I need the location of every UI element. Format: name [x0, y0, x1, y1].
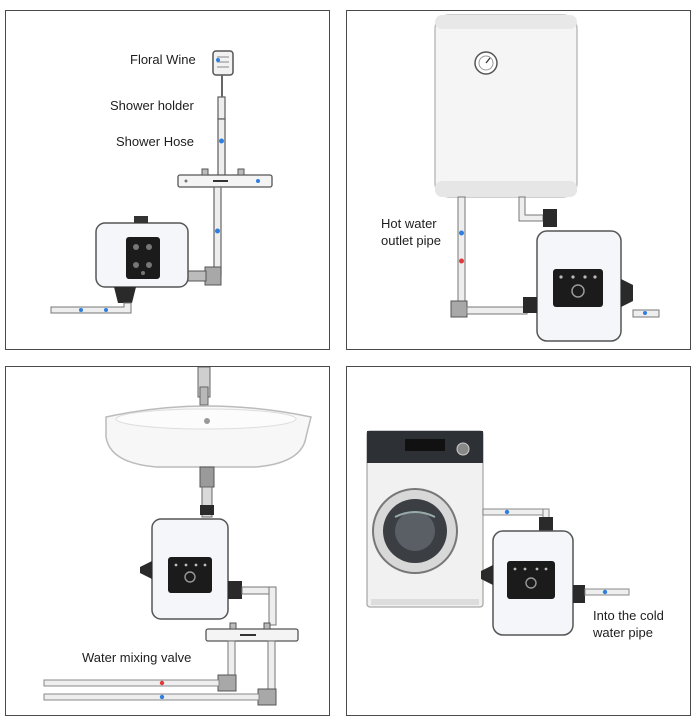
water-heater-tank — [434, 14, 578, 198]
panel-washer-installation: Into the cold water pipe — [346, 366, 691, 716]
panel-sink-installation: Water mixing valve — [5, 366, 330, 716]
shower-mixing-bar — [177, 168, 273, 188]
cold-water-pipe-label: Into the cold water pipe — [593, 607, 689, 641]
hot-water-label-line2: outlet pipe — [381, 233, 441, 248]
cold-pipe-label-line1: Into the cold — [593, 608, 664, 623]
water-heater-diagram — [434, 14, 660, 342]
sink-diagram — [43, 367, 312, 706]
shower-hose-label: Shower Hose — [116, 134, 195, 149]
top-strip — [0, 0, 696, 6]
sink-basin — [105, 405, 312, 468]
washing-machine — [366, 430, 484, 608]
shower-holder — [217, 96, 226, 120]
washer-diagram — [366, 430, 630, 636]
sink-faucet — [197, 367, 211, 406]
panel-shower-installation: Floral Wine Shower holder Shower Hose — [5, 10, 330, 350]
floral-wine-label: Floral Wine — [130, 52, 196, 67]
washer-pump — [481, 530, 585, 636]
hot-water-label-line1: Hot water — [381, 216, 437, 231]
shower-head — [212, 50, 234, 76]
water-mixing-valve — [205, 622, 299, 642]
mixing-valve-label: Water mixing valve — [82, 650, 192, 665]
shower-pump — [95, 216, 189, 303]
shower-holder-label: Shower holder — [110, 98, 194, 113]
cold-pipe-label-line2: water pipe — [593, 625, 653, 640]
panel-water-heater-installation: Hot water outlet pipe — [346, 10, 691, 350]
sink-pump — [140, 518, 242, 620]
shower-hose — [217, 118, 226, 178]
shower-diagram — [50, 50, 273, 314]
heater-pump — [523, 230, 633, 342]
hot-water-outlet-label: Hot water outlet pipe — [381, 215, 461, 249]
